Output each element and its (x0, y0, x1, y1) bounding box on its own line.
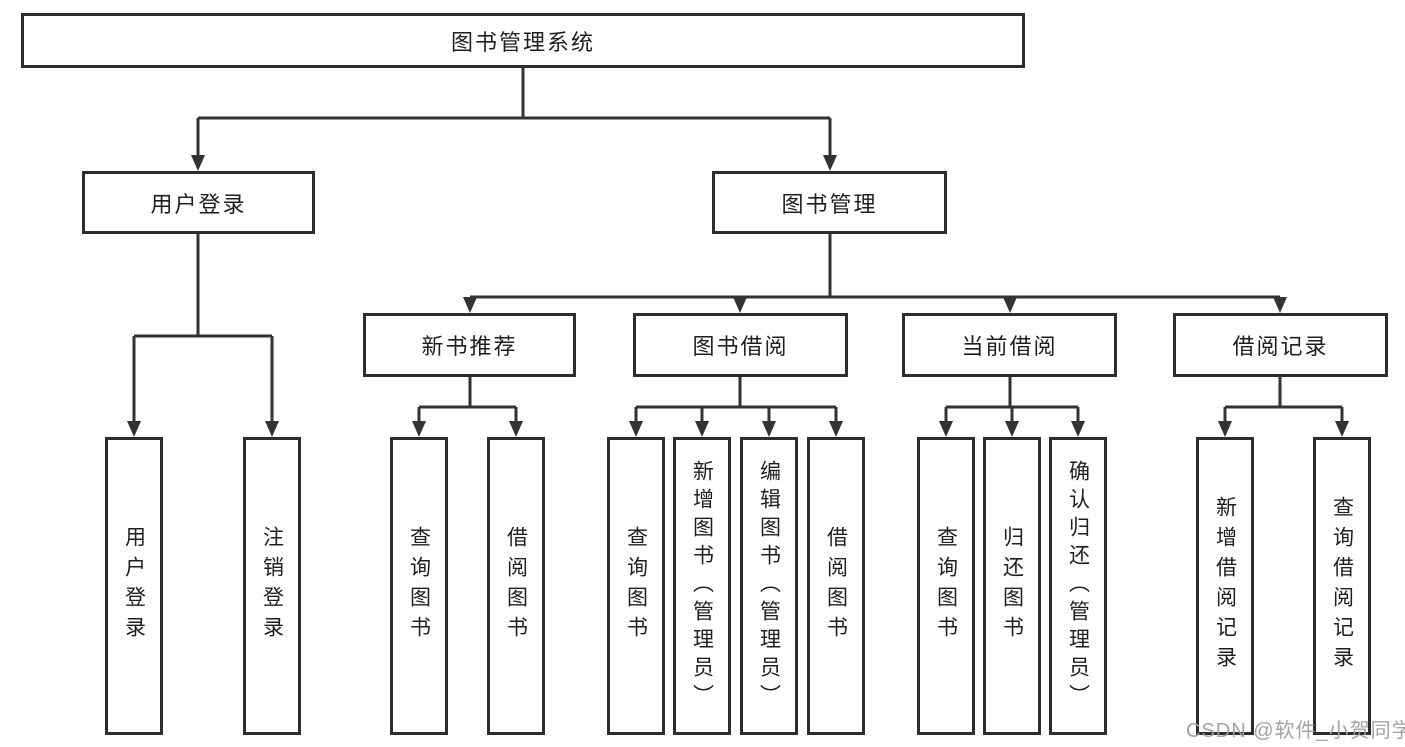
leaf-edit-book-admin: 编辑图书（管理员） (740, 437, 798, 735)
node-book-management: 图书管理 (712, 171, 947, 234)
leaf-add-borrow-record-label: 新增借阅记录 (1213, 496, 1237, 676)
leaf-logout-label: 注销登录 (260, 526, 284, 646)
node-book-borrow: 图书借阅 (633, 313, 848, 377)
leaf-borrow-books: 借阅图书 (807, 437, 865, 735)
leaf-query-books-recommend: 查询图书 (390, 437, 448, 735)
leaf-query-books-borrow: 查询图书 (607, 437, 665, 735)
node-root-system: 图书管理系统 (21, 13, 1025, 68)
leaf-add-book-admin: 新增图书（管理员） (673, 437, 731, 735)
leaf-query-borrow-record: 查询借阅记录 (1313, 437, 1371, 735)
node-current-borrow: 当前借阅 (902, 313, 1117, 377)
node-current-borrow-label: 当前借阅 (961, 334, 1058, 359)
node-borrow-records-label: 借阅记录 (1232, 334, 1329, 359)
leaf-query-borrow-record-label: 查询借阅记录 (1330, 496, 1354, 676)
leaf-confirm-return-admin-label: 确认归还（管理员） (1066, 460, 1090, 712)
leaf-add-borrow-record: 新增借阅记录 (1196, 437, 1254, 735)
leaf-query-books-borrow-label: 查询图书 (624, 526, 648, 646)
node-root-label: 图书管理系统 (450, 29, 595, 55)
leaf-query-books-current: 查询图书 (917, 437, 975, 735)
node-new-book-recommend: 新书推荐 (363, 313, 576, 377)
leaf-add-book-admin-label: 新增图书（管理员） (690, 460, 714, 712)
leaf-borrow-books-recommend-label: 借阅图书 (504, 526, 528, 646)
node-book-borrow-label: 图书借阅 (692, 334, 789, 359)
node-user-login: 用户登录 (82, 171, 315, 234)
leaf-user-login-label: 用户登录 (122, 526, 146, 646)
node-book-management-label: 图书管理 (781, 191, 878, 217)
node-new-book-recommend-label: 新书推荐 (421, 334, 518, 359)
leaf-return-book-label: 归还图书 (1000, 526, 1024, 646)
leaf-return-book: 归还图书 (983, 437, 1041, 735)
leaf-query-books-current-label: 查询图书 (934, 526, 958, 646)
leaf-user-login: 用户登录 (105, 437, 163, 735)
leaf-borrow-books-recommend: 借阅图书 (487, 437, 545, 735)
csdn-watermark: CSDN @软件_小贺同学 (1186, 720, 1405, 742)
leaf-edit-book-admin-label: 编辑图书（管理员） (757, 460, 781, 712)
node-borrow-records: 借阅记录 (1173, 313, 1388, 377)
leaf-confirm-return-admin: 确认归还（管理员） (1049, 437, 1107, 735)
leaf-borrow-books-label: 借阅图书 (824, 526, 848, 646)
leaf-query-books-recommend-label: 查询图书 (407, 526, 431, 646)
leaf-logout: 注销登录 (243, 437, 301, 735)
node-user-login-label: 用户登录 (150, 191, 247, 217)
